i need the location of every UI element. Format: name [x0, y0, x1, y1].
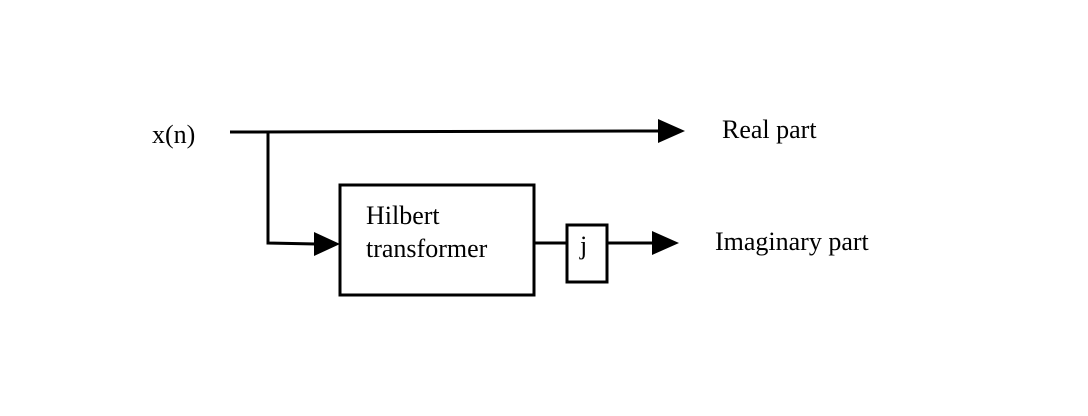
hilbert-label-line1: Hilbert	[366, 201, 440, 230]
imaginary-output-arrowhead	[652, 231, 679, 255]
input-to-real-line	[229, 129, 661, 134]
real-output-arrowhead	[658, 119, 685, 143]
j-label: j	[580, 231, 588, 260]
real-part-label: Real part	[722, 115, 817, 144]
branch-arrowhead	[314, 232, 340, 256]
branch-line	[266, 132, 317, 246]
hilbert-transformer-box	[338, 183, 536, 297]
imaginary-part-label: Imaginary part	[715, 227, 869, 256]
j-multiplier-box	[565, 223, 609, 284]
input-label: x(n)	[152, 120, 196, 149]
hilbert-label-line2: transformer	[366, 234, 488, 263]
